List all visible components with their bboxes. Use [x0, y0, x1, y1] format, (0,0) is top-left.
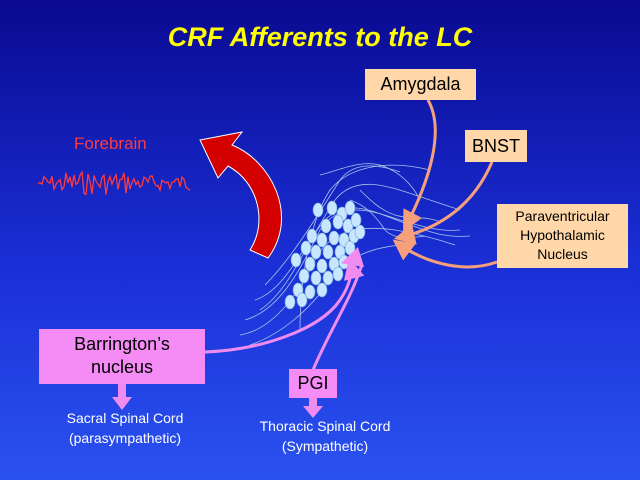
amygdala-box: Amygdala: [365, 69, 476, 100]
forebrain-curved-arrow: [199, 131, 283, 259]
thoracic-down-arrow: [303, 397, 323, 418]
neuron-cell: [298, 268, 310, 284]
sacral-spinal-cord-label: Sacral Spinal Cord (parasympathetic): [45, 408, 205, 448]
pgi-box: PGI: [289, 369, 337, 398]
neuron-cell: [306, 228, 318, 244]
neuron-cell: [284, 294, 296, 310]
bnst-box: BNST: [465, 130, 527, 162]
neuron-cell: [322, 270, 334, 286]
neuron-cell: [350, 212, 362, 228]
neuron-cell: [312, 202, 324, 218]
neuron-cell: [316, 258, 328, 274]
neuron-cell: [328, 230, 340, 246]
pvn-line-1: Paraventricular: [515, 208, 610, 224]
neuron-cell: [332, 214, 344, 230]
locus-coeruleus-neuron-cluster: [284, 200, 366, 310]
neuron-cell: [300, 240, 312, 256]
thoracic-spinal-cord-label: Thoracic Spinal Cord (Sympathetic): [240, 416, 410, 456]
neuron-cell: [304, 284, 316, 300]
neuron-cell: [316, 232, 328, 248]
neuron-cell: [344, 240, 356, 256]
thoracic-line-2: (Sympathetic): [281, 438, 369, 454]
neuron-cell: [310, 244, 322, 260]
amygdala-arrow: [403, 99, 437, 232]
sacral-line-2: (parasympathetic): [68, 430, 182, 446]
pvn-arrow: [392, 239, 498, 269]
barrington-line-2: nucleus: [90, 357, 154, 377]
neuron-cell: [320, 218, 332, 234]
neuron-cell: [332, 266, 344, 282]
thoracic-line-1: Thoracic Spinal Cord: [259, 418, 391, 434]
neuron-cell: [296, 292, 308, 308]
sacral-down-arrow: [112, 384, 132, 410]
neuron-cell: [304, 256, 316, 272]
neuron-cell: [316, 282, 328, 298]
forebrain-label: Forebrain: [74, 134, 147, 153]
pvn-line-3: Nucleus: [537, 246, 588, 262]
paraventricular-hypothalamic-nucleus-box: Paraventricular Hypothalamic Nucleus: [497, 204, 628, 268]
neuron-cell: [322, 244, 334, 260]
sacral-line-1: Sacral Spinal Cord: [66, 410, 184, 426]
neuron-cell: [290, 252, 302, 268]
pvn-line-2: Hypothalamic: [520, 227, 605, 243]
slide-title: CRF Afferents to the LC: [167, 22, 473, 52]
forebrain-signal: [37, 170, 191, 196]
bnst-arrow: [393, 161, 494, 245]
neuron-cell: [326, 200, 338, 216]
neuron-cell: [344, 200, 356, 216]
neuron-cell: [354, 224, 366, 240]
barrington-arrow: [204, 257, 365, 354]
pgi-arrow: [311, 247, 365, 371]
barringtons-nucleus-box: Barrington’s nucleus: [39, 329, 205, 384]
barrington-line-1: Barrington’s: [74, 334, 170, 354]
neuron-cell: [310, 270, 322, 286]
